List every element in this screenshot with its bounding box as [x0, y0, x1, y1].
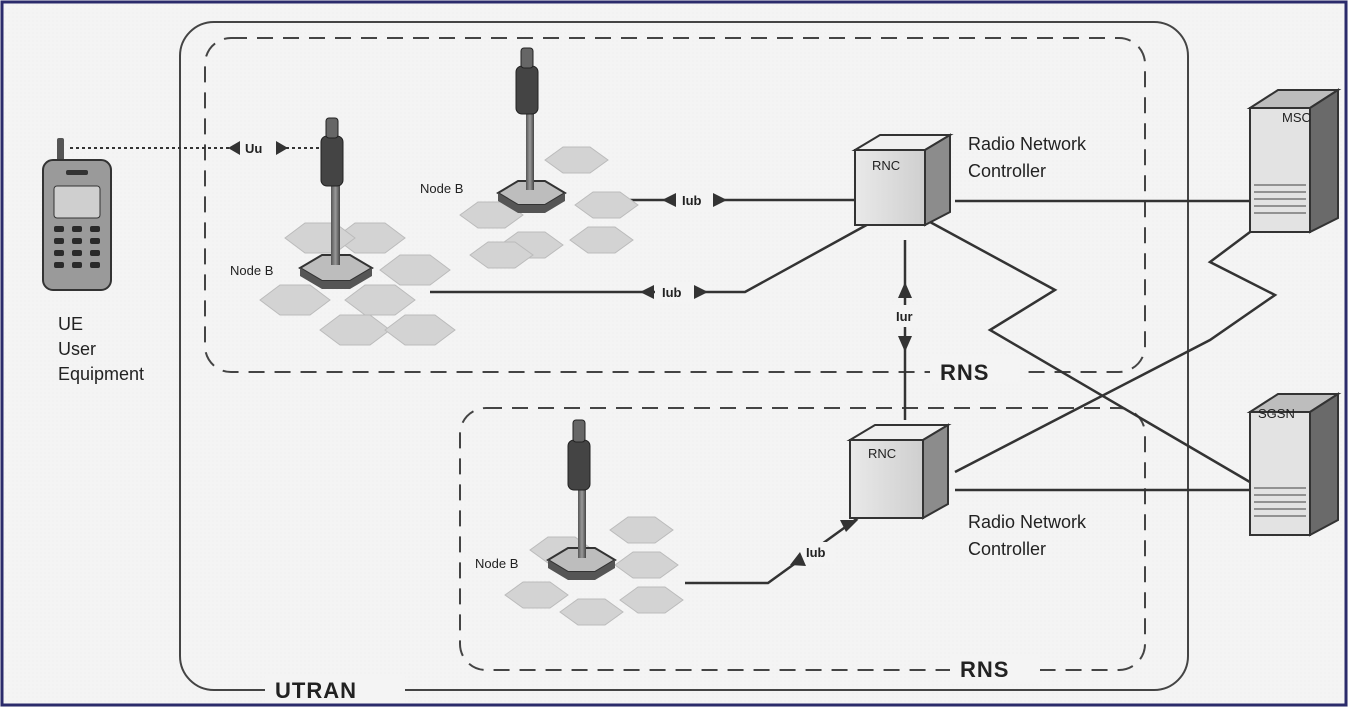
rnc-bottom-box-label: RNC: [868, 446, 896, 461]
rnc-bottom-caption-line2: Controller: [968, 539, 1046, 559]
msc-server: MSC: [1246, 88, 1342, 234]
interface-iub-lower-label: Iub: [662, 285, 682, 300]
msc-label: MSC: [1282, 110, 1311, 125]
node-b-1-cells: [259, 222, 456, 346]
node-b-3: Node B: [475, 419, 684, 626]
utran-label-gap: [265, 676, 405, 702]
interface-iub-upper: Iub: [662, 190, 727, 210]
sgsn-server: SGSN: [1246, 392, 1342, 537]
ue-label-line3: Equipment: [58, 364, 144, 384]
rnc-top-box-label: RNC: [872, 158, 900, 173]
interface-uu-label: Uu: [245, 141, 262, 156]
interface-iub-bottom: Iub: [790, 520, 858, 566]
rnc-top-caption-line2: Controller: [968, 161, 1046, 181]
link-rnc-bottom-msc: [954, 207, 1283, 474]
ue-label-line2: User: [58, 339, 96, 359]
rnc-top: RNC: [851, 133, 954, 227]
node-b-2: Node B: [420, 47, 639, 269]
rns-top-boundary: [204, 37, 1146, 373]
sgsn-label: SGSN: [1258, 406, 1295, 421]
node-b-3-label: Node B: [475, 556, 518, 571]
node-b-2-label: Node B: [420, 181, 463, 196]
interface-iur-label: Iur: [896, 309, 913, 324]
ue-phone-icon: [42, 138, 112, 291]
link-rnc-top-sgsn: [929, 220, 1256, 487]
node-b-1: Node B: [230, 117, 456, 346]
rns-bottom-label-gap: [950, 654, 1040, 682]
interface-iub-bottom-label: Iub: [806, 545, 826, 560]
utran-boundary: [179, 21, 1189, 691]
rnc-bottom: RNC: [846, 423, 952, 520]
ue-label-line1: UE: [58, 314, 83, 334]
interface-iur: Iur: [892, 282, 918, 352]
rns-top-label: RNS: [940, 360, 989, 385]
rns-top-label-gap: [930, 356, 1020, 384]
rnc-top-caption-line1: Radio Network: [968, 134, 1087, 154]
link-iub-bottom: [685, 513, 863, 585]
rnc-bottom-caption-line1: Radio Network: [968, 512, 1087, 532]
rns-bottom-boundary: [459, 407, 1146, 671]
link-iub-lower: [430, 220, 873, 294]
interface-iub-upper-label: Iub: [682, 193, 702, 208]
node-b-1-label: Node B: [230, 263, 273, 278]
rns-bottom-label: RNS: [960, 657, 1009, 682]
node-b-2-cells: [459, 146, 639, 269]
interface-uu: Uu: [228, 138, 288, 158]
utran-label: UTRAN: [275, 678, 357, 703]
interface-iub-lower: Iub: [640, 282, 708, 302]
